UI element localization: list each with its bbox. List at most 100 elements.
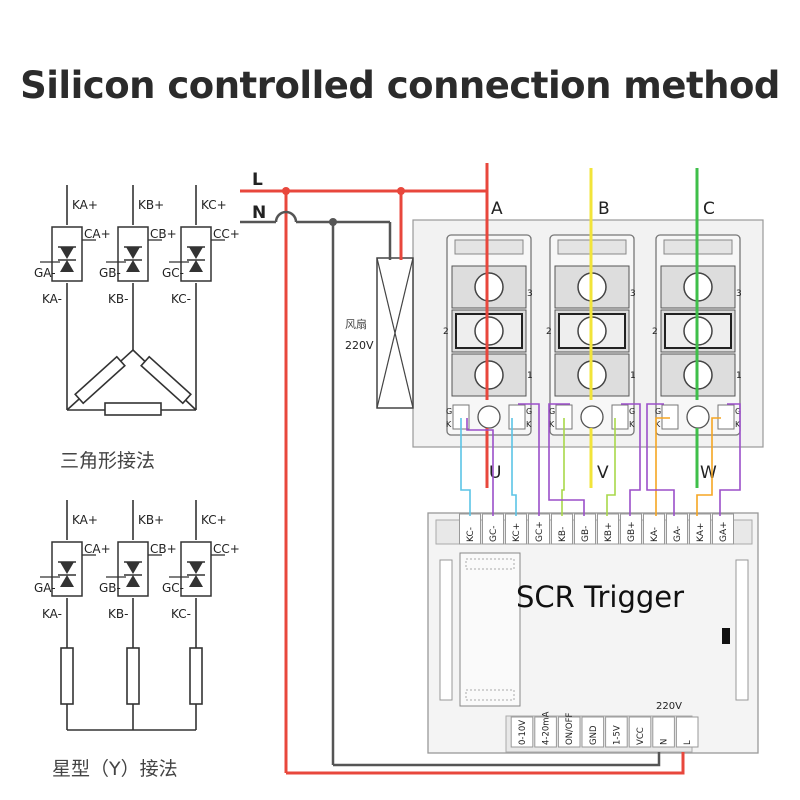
module-a-gate-g-left: G <box>446 407 452 416</box>
delta-label-kb-minus: KB- <box>108 292 128 306</box>
module-a-terminal-2: 2 <box>443 327 449 337</box>
fan-label: 风扇 <box>345 317 367 331</box>
trigger-bottom-terminal-label: 4-20mA <box>542 711 552 745</box>
trigger-bottom-terminal-box <box>534 716 557 748</box>
module-a-terminal-1: 1 <box>527 371 533 381</box>
trigger-top-terminal-box <box>620 513 642 545</box>
delta-label-kc-plus: KC+ <box>201 198 227 212</box>
delta-scr-b <box>106 226 162 282</box>
star-scr-a <box>40 541 96 597</box>
trigger-bottom-terminal-box <box>557 716 581 748</box>
output-w-label: W <box>700 463 717 483</box>
star-label-gb-minus: GB- <box>99 581 121 595</box>
trigger-led <box>722 628 730 644</box>
trigger-top-terminal-label: GB+ <box>627 521 637 542</box>
trigger-left-slot <box>439 559 453 701</box>
star-label-ka-minus: KA- <box>42 607 62 621</box>
module-c-terminal-2: 2 <box>652 327 658 337</box>
star-label-ca-plus: CA+ <box>84 542 111 556</box>
trigger-bottom-terminal-box <box>510 716 534 748</box>
delta-label-gc-minus: GC- <box>162 266 184 280</box>
delta-label-cc-plus: CC+ <box>213 227 240 241</box>
module-b-gate-g-right: G <box>629 407 635 416</box>
live-label: L <box>252 170 263 190</box>
trigger-bottom-terminal-label: VCC <box>636 727 646 745</box>
gate-wires-c <box>646 403 741 516</box>
trigger-bottom-terminal-label: L <box>683 740 693 745</box>
trigger-bottom-terminal-box <box>581 716 605 748</box>
star-scr-c <box>169 541 225 597</box>
output-v-label: V <box>597 463 609 483</box>
trigger-bottom-terminal-box <box>652 716 675 748</box>
delta-label-ga-minus: GA- <box>34 266 56 280</box>
wire-neutral <box>240 210 661 767</box>
trigger-bottom-terminal-box <box>628 716 652 748</box>
module-b-terminal-3: 3 <box>630 289 636 299</box>
delta-label-ka-minus: KA- <box>42 292 62 306</box>
trigger-top-terminal-label: KC- <box>466 527 476 542</box>
module-c-terminal-3: 3 <box>736 289 742 299</box>
phase-a-label: A <box>491 199 503 219</box>
trigger-top-terminal-label: GC+ <box>535 521 545 542</box>
star-label-kc-plus: KC+ <box>201 513 227 527</box>
trigger-right-slot <box>735 559 749 701</box>
live-junction-dot <box>282 187 290 195</box>
trigger-top-terminal-label: GA+ <box>719 521 729 542</box>
delta-label-kb-plus: KB+ <box>138 198 164 212</box>
phase-c-label: C <box>703 199 715 219</box>
module-a-gate-k-left: K <box>446 420 452 429</box>
trigger-top-terminal-box <box>712 513 734 545</box>
trigger-chip-pins-top <box>465 558 515 570</box>
trigger-top-terminal-label: GC- <box>489 525 499 542</box>
fan-icon <box>376 257 414 409</box>
trigger-top-terminal-box <box>689 513 711 545</box>
trigger-top-terminal-box <box>643 513 665 545</box>
star-label-ka-plus: KA+ <box>72 513 98 527</box>
star-label-kb-plus: KB+ <box>138 513 164 527</box>
star-diagram <box>60 500 203 731</box>
fan-live-junction-dot <box>397 187 405 195</box>
trigger-chip-pins-bottom <box>465 689 515 701</box>
trigger-top-terminal-label: KA+ <box>696 523 706 542</box>
module-b-terminal-1: 1 <box>630 371 636 381</box>
star-label-kc-minus: KC- <box>171 607 191 621</box>
star-label-cc-plus: CC+ <box>213 542 240 556</box>
scr-module-a <box>446 234 532 436</box>
module-b-gate-k-right: K <box>629 420 635 429</box>
trigger-bottom-terminal-label: ON/OFF <box>565 713 575 745</box>
output-u-label: U <box>489 463 501 483</box>
delta-scr-c <box>169 226 225 282</box>
page-title: Silicon controlled connection method <box>20 64 780 107</box>
trigger-label: SCR Trigger <box>516 580 684 614</box>
delta-diagram <box>66 185 197 416</box>
fan-voltage: 220V <box>345 339 374 352</box>
module-b-gate-k-left: K <box>549 420 555 429</box>
star-label-ga-minus: GA- <box>34 581 56 595</box>
module-c-gate-k-left: K <box>655 420 661 429</box>
trigger-top-terminal-box <box>597 513 619 545</box>
module-c-gate-g-right: G <box>735 407 741 416</box>
delta-label-ka-plus: KA+ <box>72 198 98 212</box>
trigger-top-terminal-label: KC+ <box>512 523 522 542</box>
trigger-top-terminal-label: KA- <box>650 527 660 542</box>
trigger-bottom-terminal-label: N <box>660 739 670 745</box>
module-b-gate-g-left: G <box>549 407 555 416</box>
gate-wires-a <box>460 403 540 516</box>
trigger-top-terminal-box <box>666 513 688 545</box>
delta-scr-a <box>40 226 96 282</box>
module-a-gate-g-right: G <box>526 407 532 416</box>
module-c-gate-k-right: K <box>735 420 741 429</box>
gate-wires-b <box>548 403 641 516</box>
delta-caption: 三角形接法 <box>60 450 155 472</box>
star-label-kb-minus: KB- <box>108 607 128 621</box>
neutral-junction-dot <box>329 218 337 226</box>
module-a-terminal-3: 3 <box>527 289 533 299</box>
trigger-voltage: 220V <box>656 701 682 712</box>
module-a-gate-k-right: K <box>526 420 532 429</box>
phase-b-label: B <box>598 199 610 219</box>
module-c-gate-g-left: G <box>655 407 661 416</box>
star-label-cb-plus: CB+ <box>150 542 177 556</box>
delta-label-kc-minus: KC- <box>171 292 191 306</box>
module-c-terminal-1: 1 <box>736 371 742 381</box>
